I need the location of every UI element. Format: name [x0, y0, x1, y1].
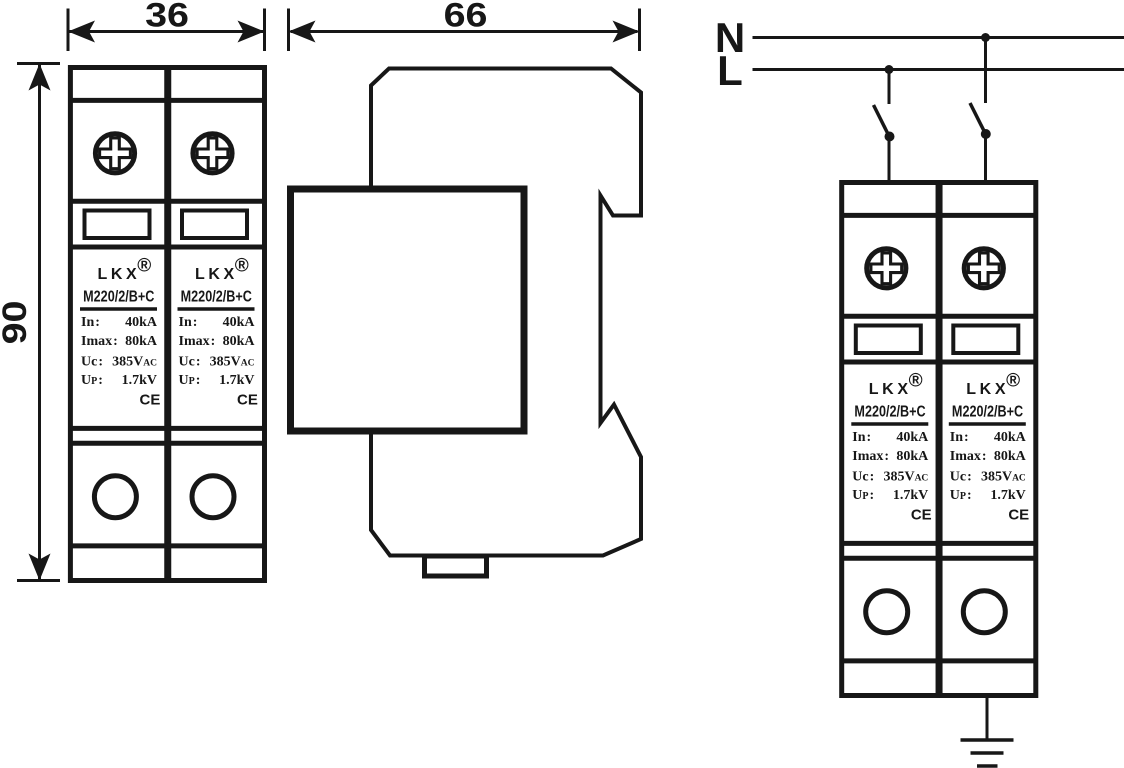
svg-text:36: 36: [145, 0, 189, 34]
svg-text:L: L: [717, 47, 743, 94]
svg-text:66: 66: [444, 0, 488, 34]
svg-text:N: N: [715, 14, 745, 61]
svg-text:90: 90: [0, 301, 33, 345]
